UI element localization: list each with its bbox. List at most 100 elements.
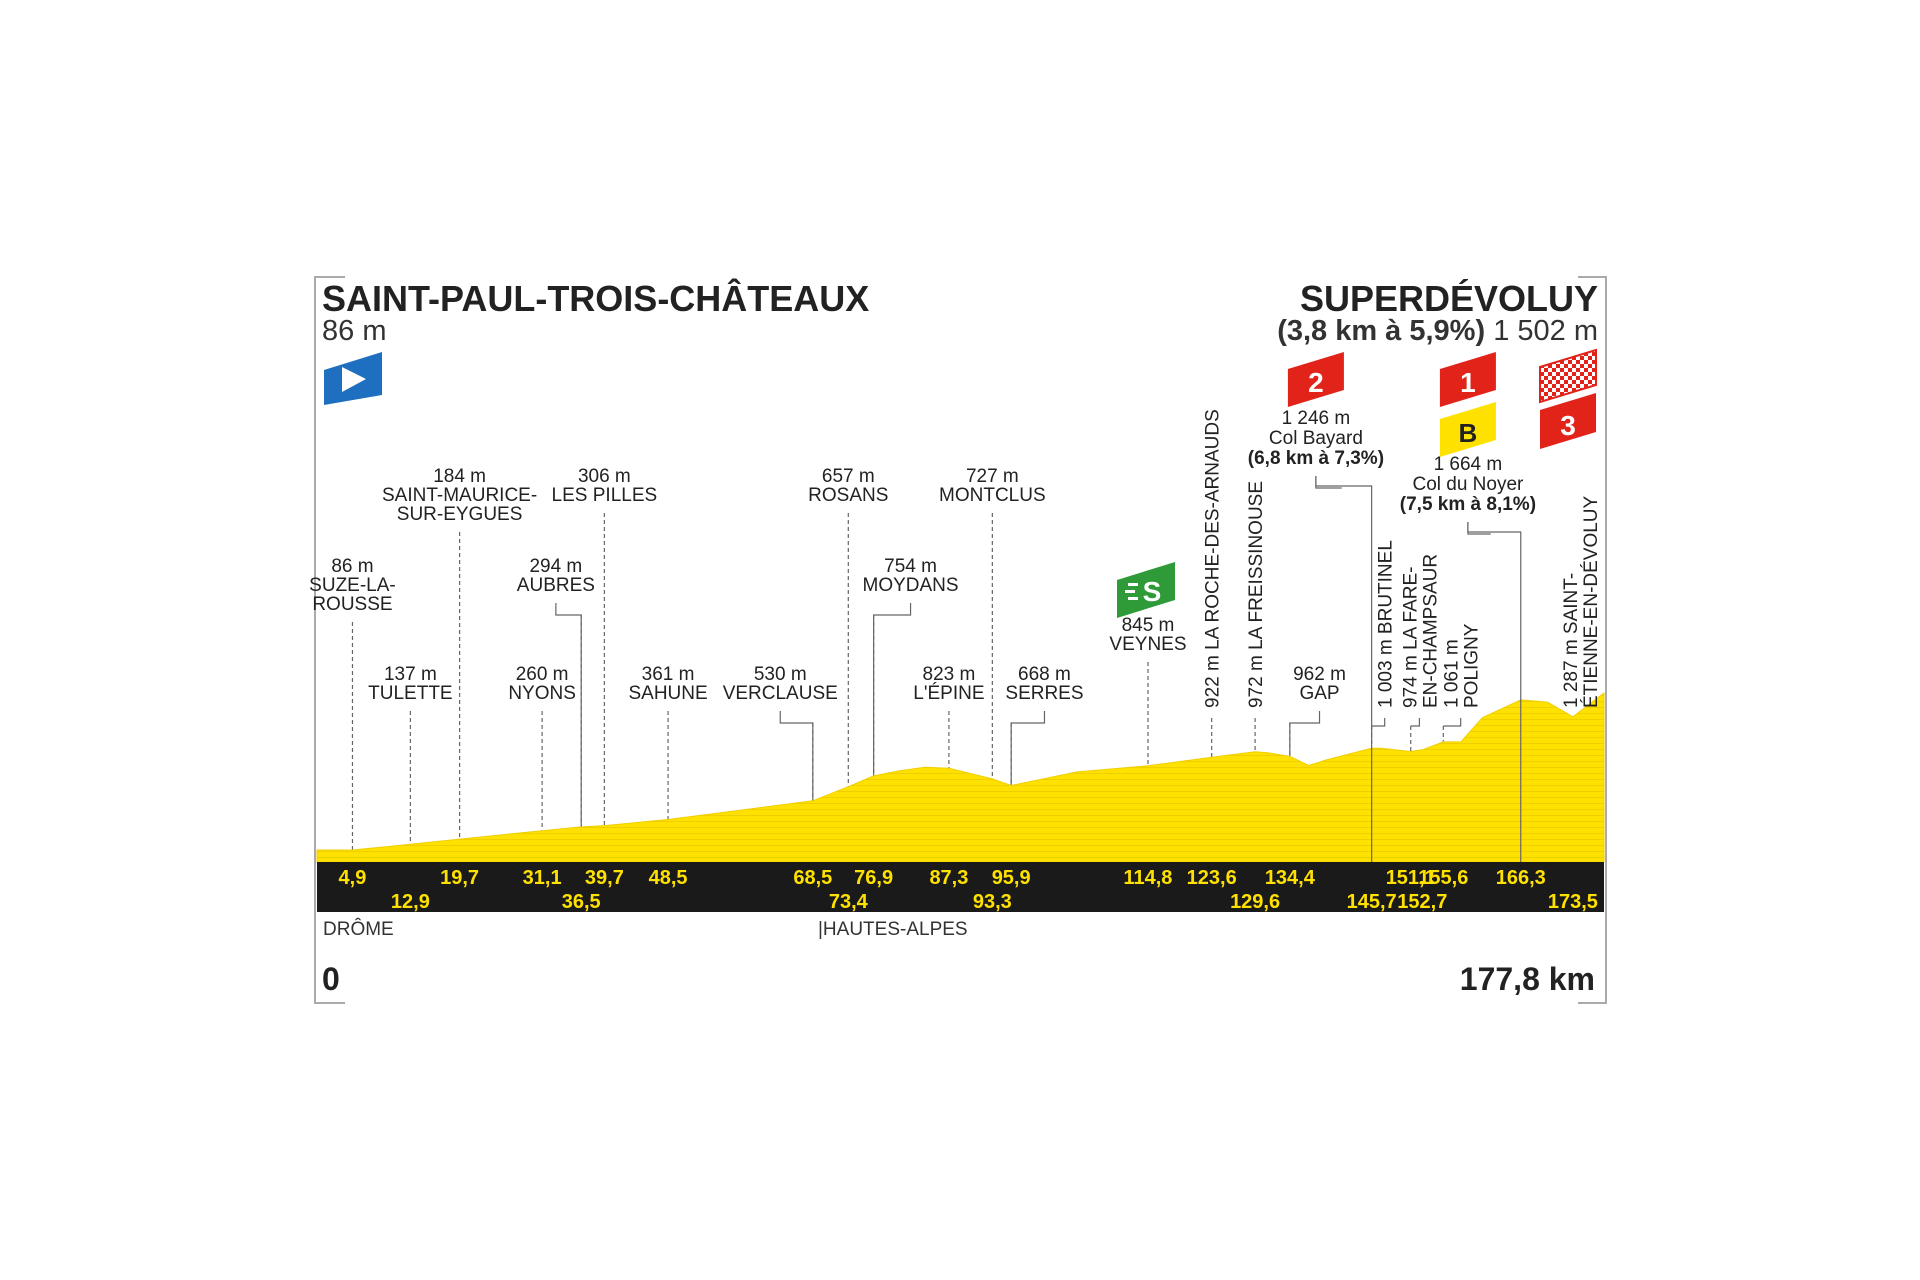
place-tulette-line-0: 137 m [384, 664, 437, 685]
department-hautes-alpes: |HAUTES-ALPES [818, 919, 968, 940]
distance-marker-166-3: 166,3 [1496, 867, 1546, 889]
start-altitude: 86 m [322, 315, 386, 347]
bonus-flag-col-du-noyer [1439, 402, 1496, 457]
sprint-label: S [1143, 576, 1162, 607]
climb-detail-col-du-noyer: (7,5 km à 8,1%) [1400, 494, 1536, 515]
place-montclus-line-1: MONTCLUS [939, 485, 1046, 506]
climb-category-col-bayard: 2 [1308, 367, 1324, 398]
place-gap-line-0: 962 m [1293, 664, 1346, 685]
place-serres-line-1: SERRES [1005, 683, 1083, 704]
place-moydans-line-0: 754 m [884, 556, 937, 577]
place-nyons-line-1: NYONS [508, 683, 576, 704]
place-suze-la-rousse-line-1: SUZE-LA- [309, 575, 396, 596]
distance-marker-155-6: 155,6 [1418, 867, 1468, 889]
vertical-place-saint-etienne-en-devoluy-line-0: 1 287 m SAINT- [1561, 573, 1582, 708]
elevation-profile [316, 691, 1605, 863]
distance-marker-12-9: 12,9 [391, 891, 430, 913]
distance-marker-93-3: 93,3 [973, 891, 1012, 913]
distance-marker-129-6: 129,6 [1230, 891, 1280, 913]
distance-marker-48-5: 48,5 [649, 867, 688, 889]
bonus-badge-col-du-noyer: B [1439, 402, 1496, 457]
place-aubres-line-1: AUBRES [517, 575, 595, 596]
place-l-epine-line-1: L'ÉPINE [913, 683, 984, 704]
x-axis-start: 0 [322, 961, 340, 997]
place-l-epine-line-0: 823 m [923, 664, 976, 685]
climb-category-col-du-noyer: 1 [1460, 367, 1476, 398]
climb-name-col-du-noyer: Col du Noyer [1412, 474, 1524, 495]
vertical-place-la-fare-en-champsaur-line-0: 974 m LA FARE- [1400, 566, 1421, 708]
place-gap-line-1: GAP [1299, 683, 1339, 704]
place-sahune-line-0: 361 m [642, 664, 695, 685]
vertical-place-la-freissinouse-line-0: 972 m LA FREISSINOUSE [1246, 481, 1267, 708]
distance-marker-4-9: 4,9 [339, 867, 367, 889]
distance-marker-31-1: 31,1 [523, 867, 562, 889]
place-verclause-line-1: VERCLAUSE [723, 683, 838, 704]
chart-frame [314, 276, 1607, 1004]
leader-verclause [779, 711, 814, 862]
climb-altitude-col-du-noyer: 1 664 m [1434, 454, 1503, 475]
vertical-place-la-fare-en-champsaur-line-1: EN-CHAMPSAUR [1420, 554, 1441, 708]
distance-marker-173-5: 173,5 [1548, 891, 1598, 913]
leader-moydans [873, 603, 912, 862]
place-verclause-line-0: 530 m [754, 664, 807, 685]
climb-leader-col-du-noyer [1467, 522, 1522, 862]
climb-altitude-col-bayard: 1 246 m [1282, 408, 1351, 429]
distance-marker-151-1: 151,1 [1386, 867, 1436, 889]
sprint-speed-lines [1125, 583, 1138, 600]
climb-leader-col-bayard [1315, 476, 1373, 862]
place-nyons-line-0: 260 m [516, 664, 569, 685]
start-flag-icon [324, 352, 382, 405]
distance-marker-123-6: 123,6 [1187, 867, 1237, 889]
leader-elbow-brutinel [1371, 718, 1386, 727]
place-serres-line-0: 668 m [1018, 664, 1071, 685]
finish-climb: (3,8 km à 5,9%) [1277, 315, 1485, 347]
distance-marker-76-9: 76,9 [854, 867, 893, 889]
distance-marker-114-8: 114,8 [1123, 867, 1172, 889]
distance-marker-152-7: 152,7 [1397, 891, 1447, 913]
place-rosans-line-1: ROSANS [808, 485, 888, 506]
vertical-place-brutinel-line-0: 1 003 m BRUTINEL [1376, 540, 1397, 708]
distance-marker-145-7: 145,7 [1347, 891, 1397, 913]
distance-band-background [317, 862, 1604, 912]
x-axis-end: 177,8 km [1460, 961, 1595, 997]
start-town: SAINT-PAUL-TROIS-CHÂTEAUX [322, 277, 869, 319]
place-sahune-line-1: SAHUNE [628, 683, 707, 704]
finish-subline: (3,8 km à 5,9%) 1 502 m [1277, 315, 1598, 347]
intermediate-sprint-icon: S [1117, 562, 1175, 618]
place-aubres-line-0: 294 m [529, 556, 582, 577]
distance-marker-39-7: 39,7 [585, 867, 624, 889]
place-saint-maurice-sur-eygues-line-2: SUR-EYGUES [397, 504, 523, 525]
distance-marker-134-4: 134,4 [1265, 867, 1316, 889]
department-drome: DRÔME [323, 918, 394, 940]
place-moydans-line-1: MOYDANS [863, 575, 959, 596]
climb-badge-col-bayard: 2 [1287, 352, 1344, 407]
bonus-label-col-du-noyer: B [1459, 418, 1478, 448]
distance-marker-73-4: 73,4 [829, 891, 869, 913]
leader-aubres [555, 603, 582, 862]
finish-town: SUPERDÉVOLUY [1300, 278, 1598, 319]
vertical-place-saint-etienne-en-devoluy-line-1: ÉTIENNE-EN-DÉVOLUY [1581, 495, 1602, 708]
profile-area [316, 691, 1605, 863]
distance-marker-36-5: 36,5 [562, 891, 601, 913]
distance-marker-95-9: 95,9 [992, 867, 1031, 889]
place-rosans-line-0: 657 m [822, 466, 875, 487]
finish-altitude: 1 502 m [1493, 315, 1598, 347]
climb-badge-col-du-noyer: 1 [1439, 352, 1496, 407]
place-tulette-line-1: TULETTE [368, 683, 452, 704]
place-les-pilles-line-1: LES PILLES [552, 485, 658, 506]
place-suze-la-rousse-line-0: 86 m [331, 556, 373, 577]
climb-flag-col-bayard [1287, 352, 1344, 407]
distance-marker-19-7: 19,7 [440, 867, 479, 889]
place-veynes-line-0: 845 m [1122, 615, 1175, 636]
place-saint-maurice-sur-eygues-line-0: 184 m [433, 466, 486, 487]
finish-kom-badge: 3 [1540, 393, 1596, 449]
leader-elbow-la-fare-en-champsaur [1410, 718, 1421, 727]
place-saint-maurice-sur-eygues-line-1: SAINT-MAURICE- [382, 485, 537, 506]
finish-kom-category: 3 [1560, 410, 1576, 441]
place-les-pilles-line-0: 306 m [578, 466, 631, 487]
climb-flag-col-du-noyer [1439, 352, 1496, 407]
